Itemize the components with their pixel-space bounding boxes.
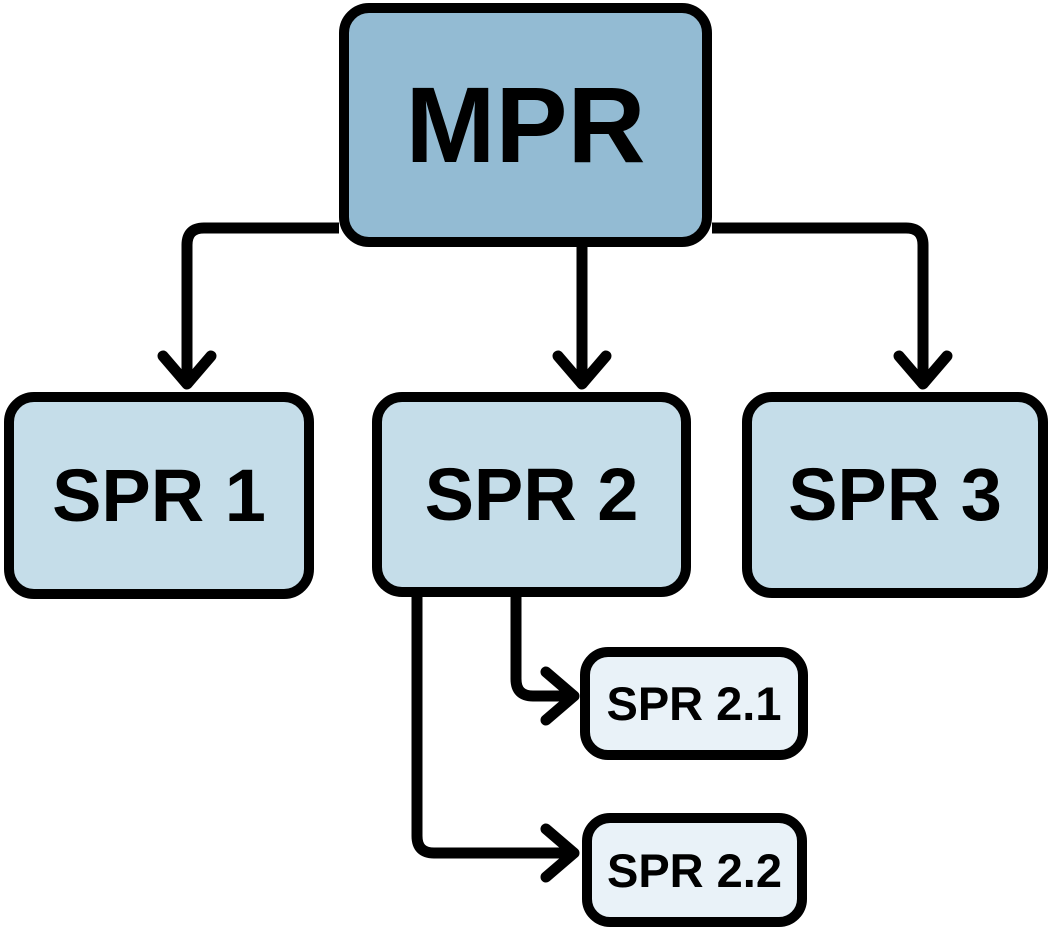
edge-mpr-to-spr1: [157, 222, 339, 390]
node-spr2-2: SPR 2.2: [582, 813, 807, 927]
node-spr2-label: SPR 2: [424, 452, 639, 536]
node-spr3: SPR 3: [742, 392, 1048, 598]
edge-spr2-to-spr2-2: [411, 597, 580, 883]
node-spr1: SPR 1: [4, 392, 314, 599]
node-spr2-2-label: SPR 2.2: [606, 843, 783, 897]
node-mpr-label: MPR: [405, 64, 646, 185]
node-spr2-1: SPR 2.1: [580, 647, 808, 760]
edge-spr2-to-spr2-1: [510, 597, 580, 726]
node-spr2: SPR 2: [372, 392, 691, 597]
node-mpr: MPR: [339, 3, 712, 247]
node-spr1-label: SPR 1: [52, 453, 266, 537]
node-spr3-label: SPR 3: [788, 453, 1002, 536]
edge-mpr-to-spr2: [552, 247, 612, 390]
node-spr2-1-label: SPR 2.1: [606, 677, 782, 730]
edge-mpr-to-spr3: [712, 222, 953, 390]
